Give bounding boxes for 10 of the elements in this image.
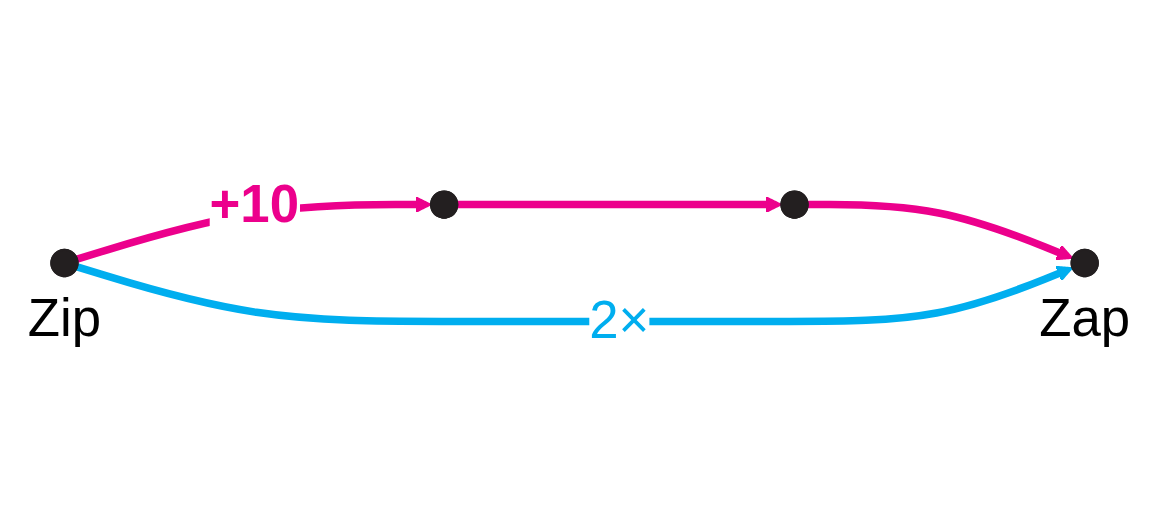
arrow — [75, 262, 1073, 325]
dot — [49, 248, 79, 277]
edge-label: 2× — [588, 290, 649, 350]
dot — [429, 189, 458, 219]
dot — [779, 189, 809, 219]
arrow — [456, 195, 782, 213]
node-caption: Zap — [1038, 288, 1130, 347]
dot — [1070, 248, 1099, 277]
node-caption: Zip — [27, 288, 101, 347]
arrow — [807, 200, 1073, 260]
